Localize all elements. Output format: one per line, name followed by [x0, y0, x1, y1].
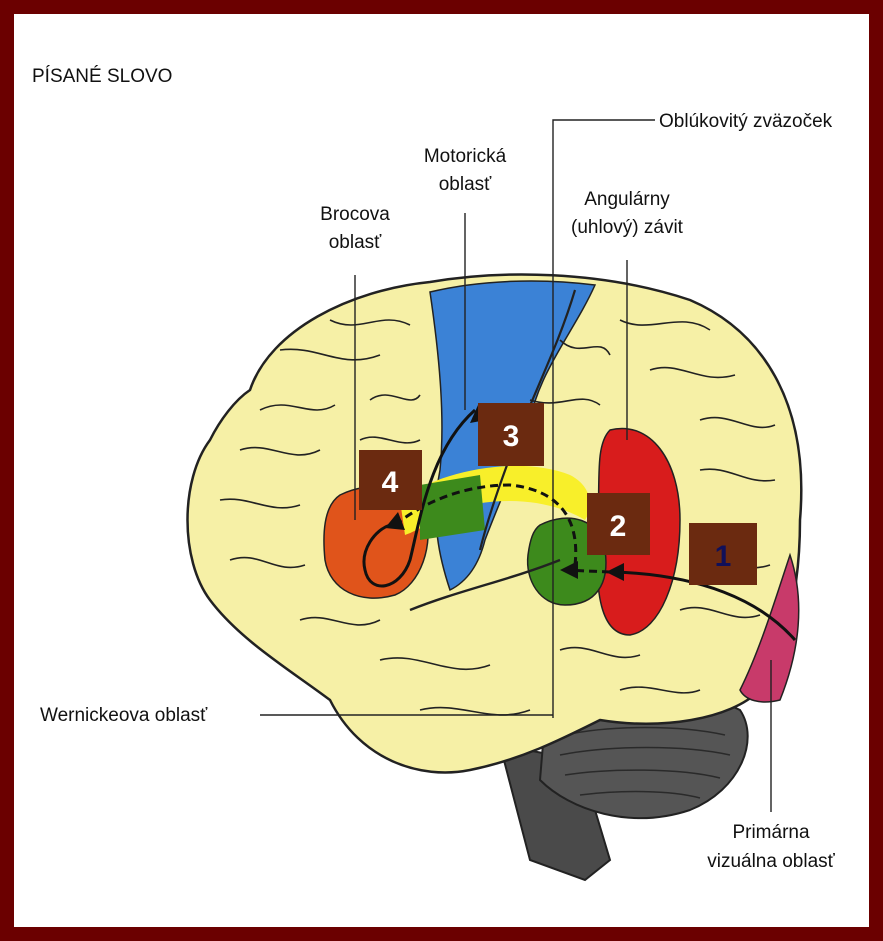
label-broca-line2: oblasť: [329, 232, 382, 253]
step-2-number: 2: [610, 510, 627, 543]
step-4-badge: 4: [359, 450, 422, 510]
step-1-number: 1: [715, 540, 732, 573]
label-angular-line2: (uhlový) závit: [571, 217, 684, 238]
step-3-number: 3: [503, 420, 520, 453]
label-angular-line1: Angulárny: [584, 189, 670, 210]
label-visual-line1: Primárna: [732, 822, 810, 843]
label-visual-line2: vizuálna oblasť: [707, 851, 835, 872]
label-motor-line2: oblasť: [439, 174, 492, 195]
step-4-number: 4: [382, 466, 399, 499]
step-3-badge: 3: [478, 403, 544, 466]
diagram-title: PÍSANÉ SLOVO: [32, 66, 172, 87]
step-1-badge: 1: [689, 523, 757, 585]
label-arcuate-fasciculus: Oblúkovitý zväzoček: [659, 111, 833, 132]
label-motor-line1: Motorická: [424, 146, 507, 167]
label-wernicke: Wernickeova oblasť: [40, 705, 208, 726]
step-2-badge: 2: [587, 493, 650, 555]
label-broca-line1: Brocova: [320, 204, 390, 225]
